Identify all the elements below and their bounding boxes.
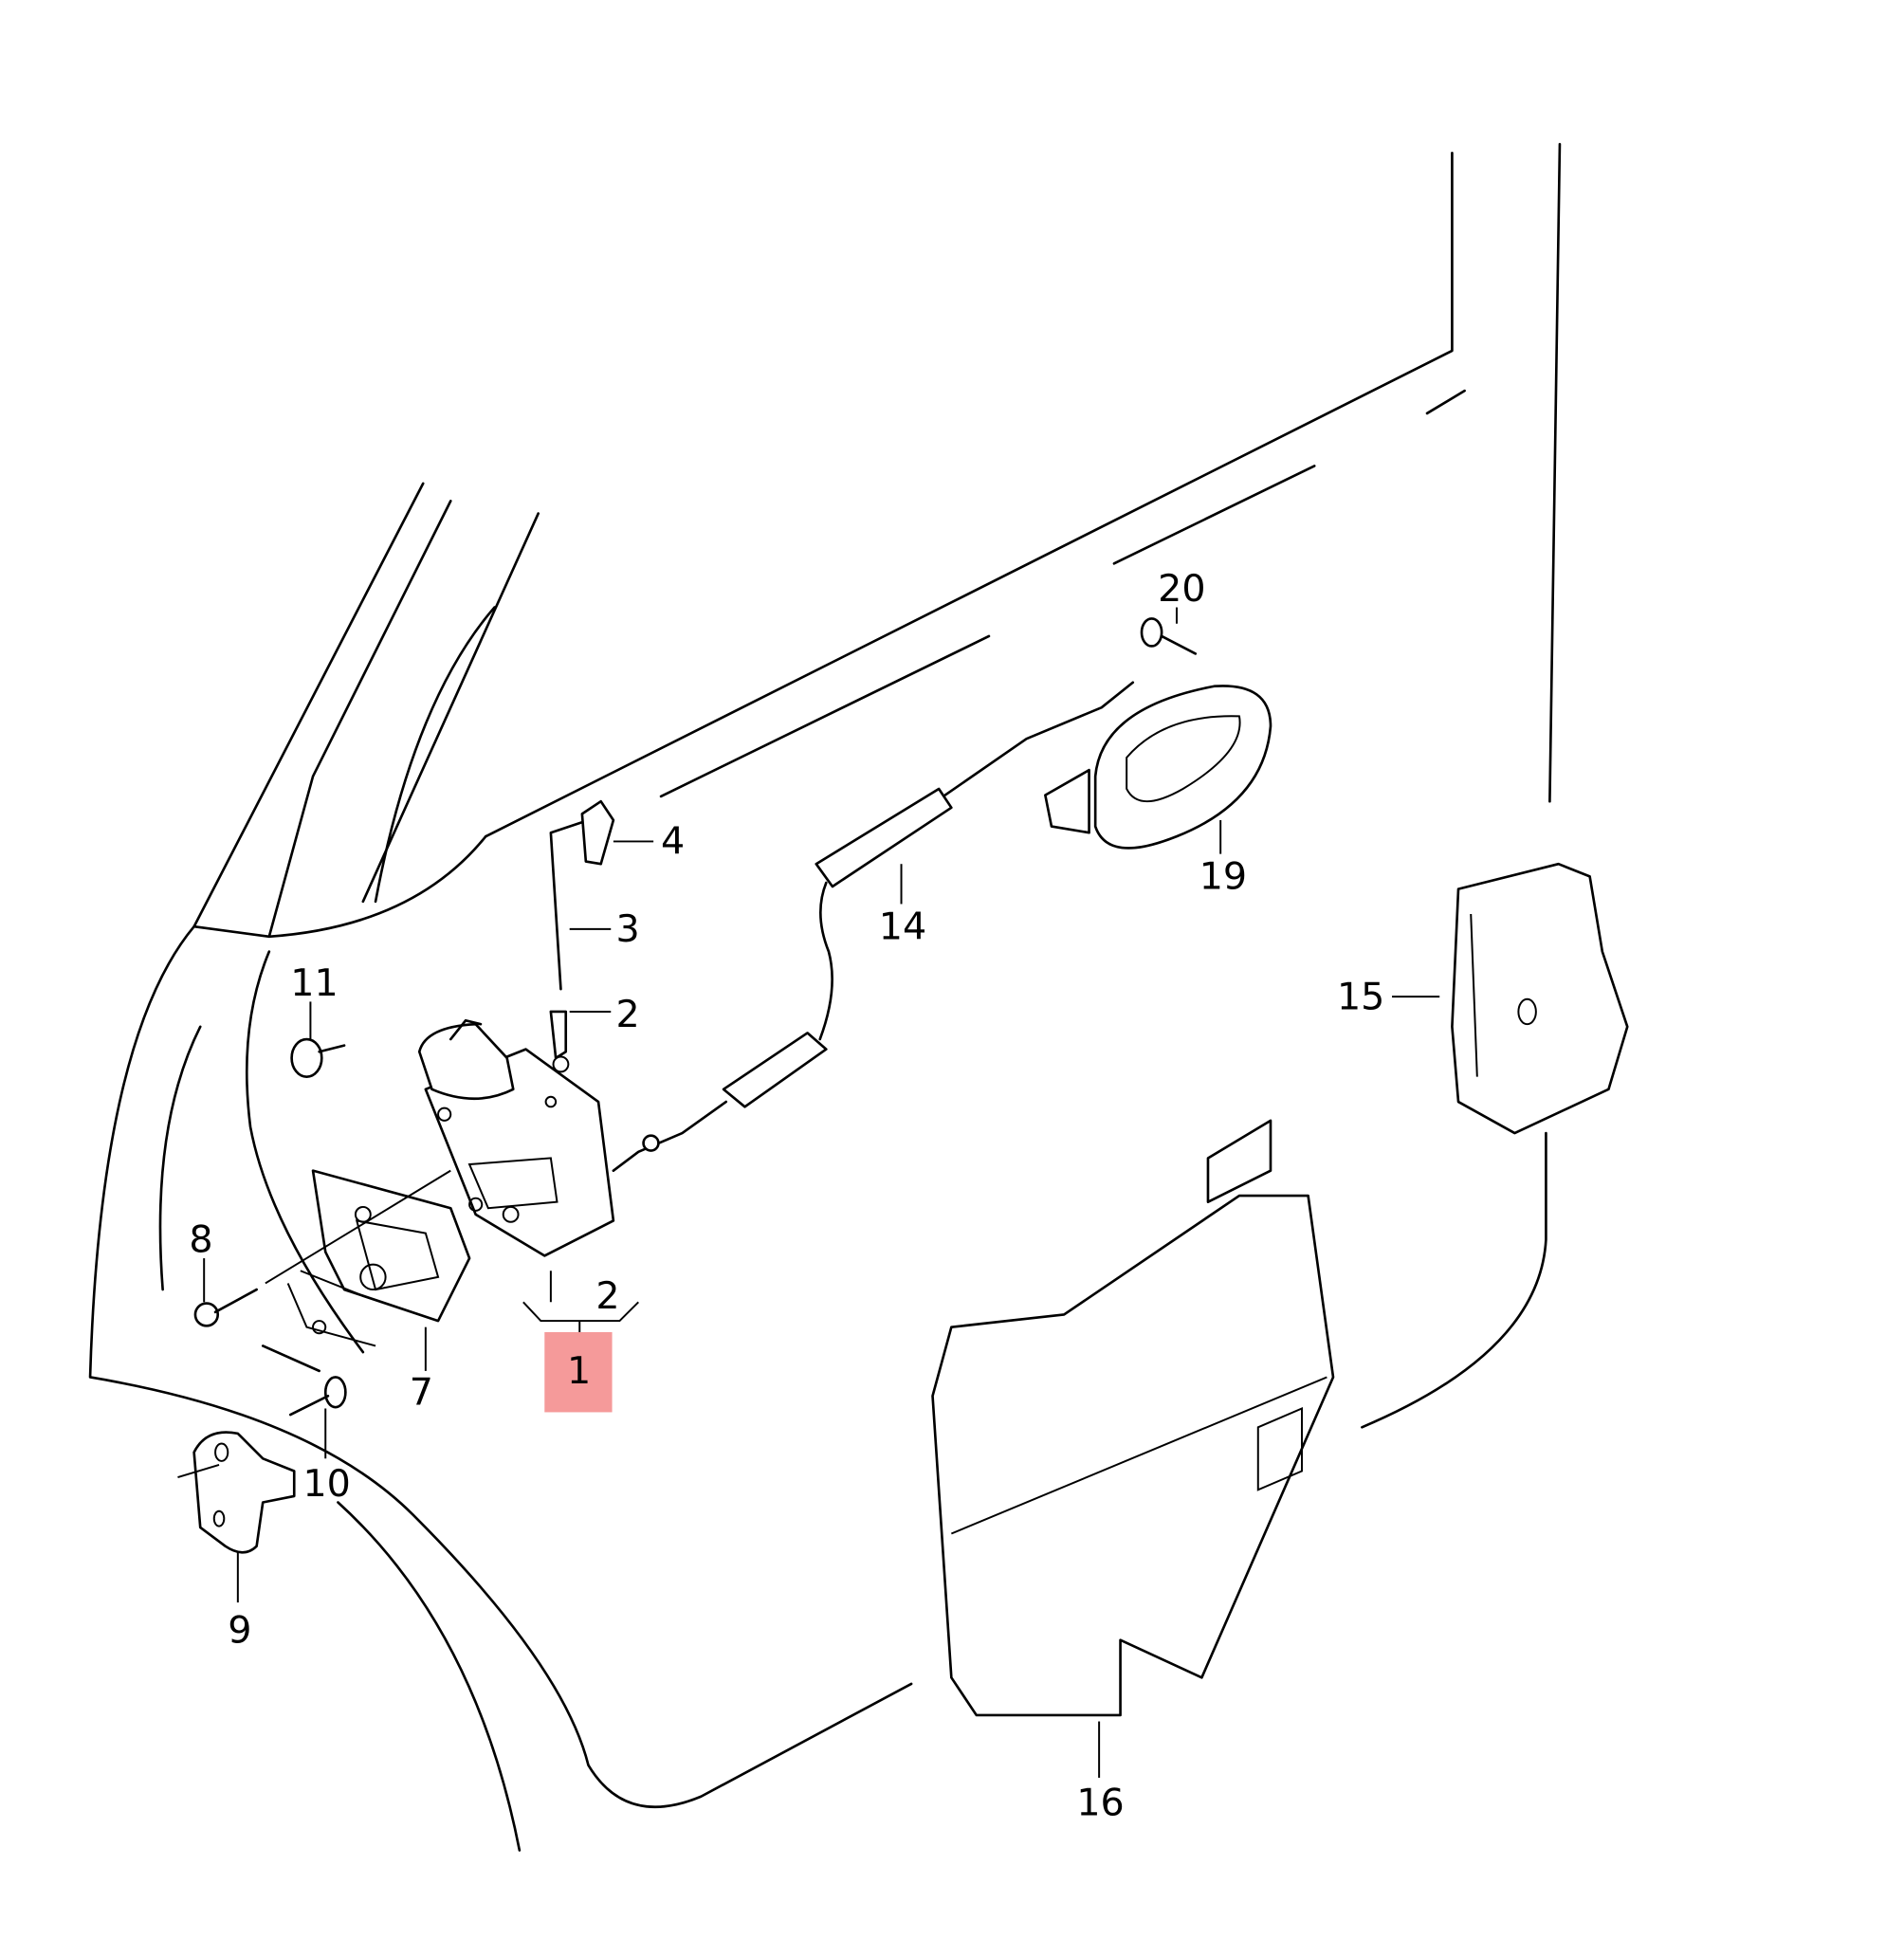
callout-8[interactable]: 8	[189, 1217, 212, 1261]
sound-insulation	[1451, 862, 1629, 1135]
bolt	[290, 1037, 346, 1078]
callout-16[interactable]: 16	[1076, 1782, 1124, 1825]
screw	[193, 1169, 451, 1327]
trim-plate	[286, 1169, 471, 1347]
callout-20[interactable]: 20	[1158, 567, 1205, 611]
callout-2-bushing[interactable]: 2	[616, 993, 640, 1036]
callout-7[interactable]: 7	[410, 1371, 433, 1415]
callout-2-lock[interactable]: 2	[595, 1274, 619, 1318]
striker	[177, 1376, 347, 1554]
callout-19[interactable]: 19	[1199, 855, 1247, 899]
inner-door-handle	[1044, 617, 1272, 850]
callout-15[interactable]: 15	[1337, 975, 1384, 1018]
door-trim-panel	[931, 1119, 1335, 1717]
callout-labels: 1 2 2 3 4 7 8 9 10 11 14 15 16 19 20	[189, 567, 1384, 1825]
release-cable	[612, 681, 1135, 1172]
callout-11[interactable]: 11	[290, 961, 338, 1005]
callout-1-highlight	[544, 1331, 613, 1413]
callout-9[interactable]: 9	[228, 1608, 251, 1652]
lock-rod	[549, 799, 615, 1073]
door-lock-assembly	[417, 1018, 615, 1257]
callout-1[interactable]: 1	[567, 1349, 591, 1393]
callout-3[interactable]: 3	[616, 907, 640, 951]
callout-4[interactable]: 4	[661, 820, 685, 864]
callout-14[interactable]: 14	[879, 905, 926, 948]
leader-lines	[203, 607, 1440, 1778]
callout-10[interactable]: 10	[302, 1462, 350, 1506]
door-outline	[88, 142, 1562, 1852]
